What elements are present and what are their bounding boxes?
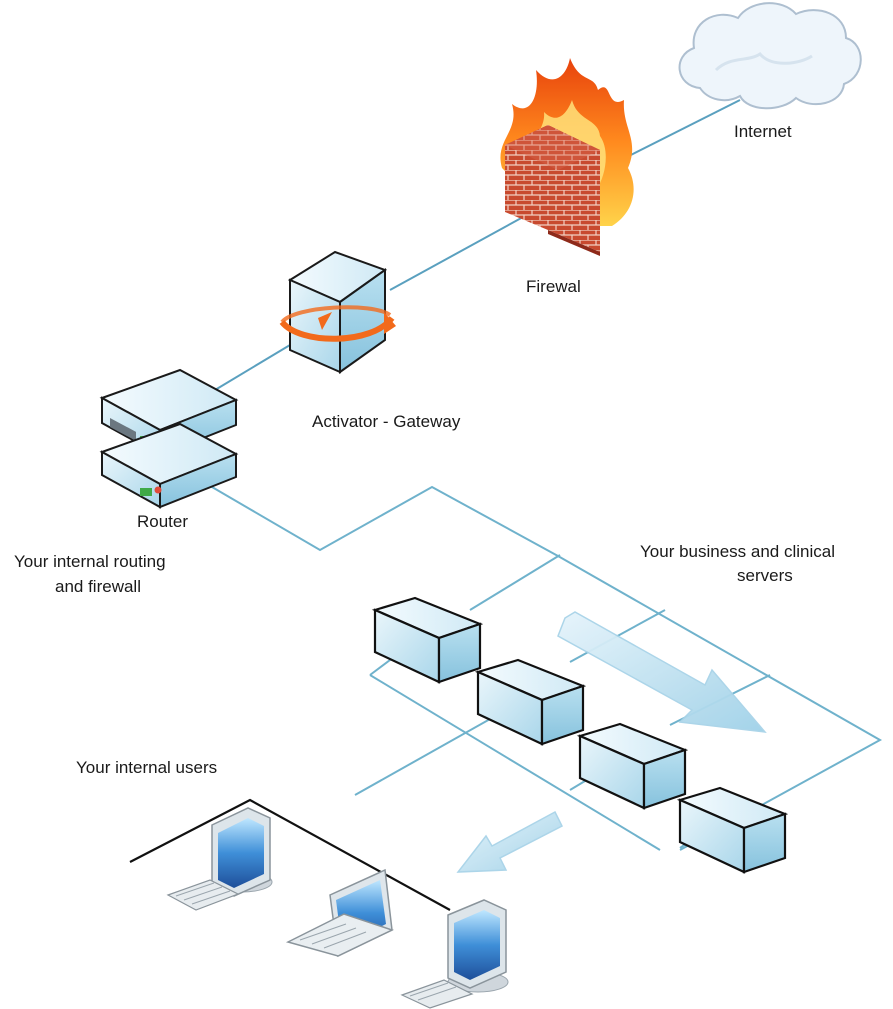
- desktop-computer-icon: [166, 807, 273, 911]
- firewall-icon: [500, 58, 634, 256]
- router-label: Router: [137, 512, 188, 531]
- internal-routing-label-line1: Your internal routing: [14, 552, 166, 571]
- arrow-icon: [456, 810, 564, 873]
- router-icon: [99, 368, 239, 509]
- desktop-computer-icon: [400, 899, 509, 1009]
- gateway-label: Activator - Gateway: [312, 412, 461, 431]
- internet-label: Internet: [734, 122, 792, 141]
- laptop-icon: [285, 868, 394, 958]
- users-label: Your internal users: [76, 758, 217, 777]
- internal-routing-label-line2: and firewall: [55, 577, 141, 596]
- arrow-icon: [557, 611, 767, 733]
- server-group: [371, 596, 789, 874]
- server-box-icon: [474, 658, 587, 746]
- server-box-icon: [371, 596, 484, 684]
- server-box-icon: [576, 722, 689, 810]
- server-box-icon: [676, 786, 789, 874]
- server-lan-lines: [199, 479, 883, 851]
- cloud-icon: [678, 2, 862, 110]
- servers-label-line2: servers: [737, 566, 793, 585]
- gateway-server-icon: [279, 250, 396, 374]
- firewall-label: Firewal: [526, 277, 581, 296]
- servers-label-line1: Your business and clinical: [640, 542, 835, 561]
